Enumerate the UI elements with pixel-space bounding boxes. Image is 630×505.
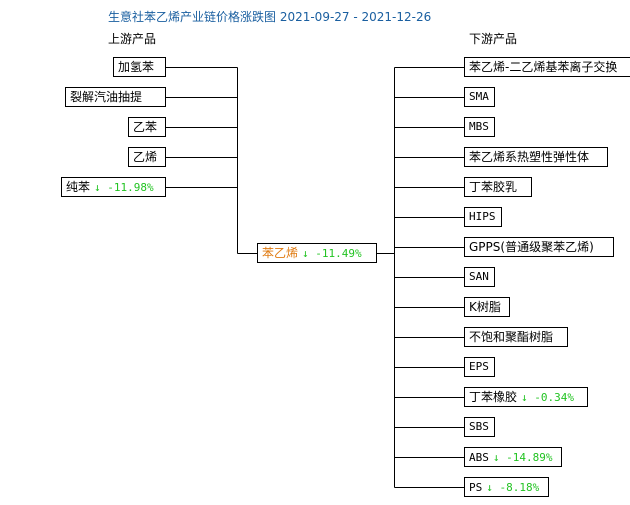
downstream-node[interactable]: 丁苯胶乳 — [464, 177, 532, 197]
node-label: 苯乙烯系热塑性弹性体 — [469, 150, 590, 164]
upstream-node[interactable]: 裂解汽油抽提 — [65, 87, 166, 107]
node-label: 裂解汽油抽提 — [70, 90, 143, 104]
upstream-header: 上游产品 — [108, 32, 157, 46]
upstream-node[interactable]: 乙烯 — [128, 147, 166, 167]
price-change: ↓ -14.89% — [492, 451, 553, 464]
node-label: K树脂 — [469, 300, 501, 314]
node-label: 纯苯 — [66, 180, 91, 194]
node-label: 不饱和聚酯树脂 — [469, 330, 554, 344]
downstream-node[interactable]: ABS↓ -14.89% — [464, 447, 562, 467]
downstream-node[interactable]: 不饱和聚酯树脂 — [464, 327, 568, 347]
node-label: SMA — [469, 90, 489, 103]
node-label: 乙苯 — [133, 120, 158, 134]
downstream-node[interactable]: MBS — [464, 117, 495, 137]
downstream-node[interactable]: GPPS(普通级聚苯乙烯) — [464, 237, 614, 257]
node-label: GPPS(普通级聚苯乙烯) — [469, 240, 594, 254]
downstream-node[interactable]: 苯乙烯-二乙烯基苯离子交换 — [464, 57, 630, 77]
downstream-node[interactable]: EPS — [464, 357, 495, 377]
center-node[interactable]: 苯乙烯↓ -11.49% — [257, 243, 377, 263]
upstream-node[interactable]: 乙苯 — [128, 117, 166, 137]
downstream-node[interactable]: SBS — [464, 417, 495, 437]
node-label: SBS — [469, 420, 489, 433]
down-arrow-icon: ↓ — [492, 451, 500, 464]
downstream-node[interactable]: SAN — [464, 267, 495, 287]
node-label: ABS — [469, 451, 489, 464]
node-label: 苯乙烯-二乙烯基苯离子交换 — [469, 60, 618, 74]
node-label: 丁苯胶乳 — [469, 180, 518, 194]
down-arrow-icon: ↓ — [302, 247, 309, 260]
node-label: EPS — [469, 360, 489, 373]
node-label: 乙烯 — [133, 150, 158, 164]
downstream-node[interactable]: 苯乙烯系热塑性弹性体 — [464, 147, 608, 167]
node-label: 加氢苯 — [118, 60, 155, 74]
down-arrow-icon: ↓ — [521, 391, 528, 404]
node-label: PS — [469, 481, 483, 494]
downstream-node[interactable]: 丁苯橡胶↓ -0.34% — [464, 387, 588, 407]
price-change: ↓ -0.34% — [521, 391, 575, 404]
downstream-node[interactable]: PS↓ -8.18% — [464, 477, 549, 497]
upstream-node[interactable]: 纯苯↓ -11.98% — [61, 177, 166, 197]
diagram-title: 生意社苯乙烯产业链价格涨跌图 2021-09-27 - 2021-12-26 — [108, 10, 432, 24]
node-label: 苯乙烯 — [262, 246, 299, 260]
downstream-header: 下游产品 — [469, 32, 518, 46]
downstream-node[interactable]: K树脂 — [464, 297, 510, 317]
price-change: ↓ -11.49% — [302, 247, 362, 260]
node-label: 丁苯橡胶 — [469, 390, 518, 404]
down-arrow-icon: ↓ — [94, 181, 101, 194]
downstream-node[interactable]: SMA — [464, 87, 495, 107]
price-change: ↓ -8.18% — [486, 481, 540, 494]
downstream-node[interactable]: HIPS — [464, 207, 502, 227]
price-change: ↓ -11.98% — [94, 181, 154, 194]
down-arrow-icon: ↓ — [486, 481, 493, 494]
node-label: SAN — [469, 270, 489, 283]
node-label: MBS — [469, 120, 489, 133]
node-label: HIPS — [469, 210, 496, 223]
upstream-node[interactable]: 加氢苯 — [113, 57, 166, 77]
